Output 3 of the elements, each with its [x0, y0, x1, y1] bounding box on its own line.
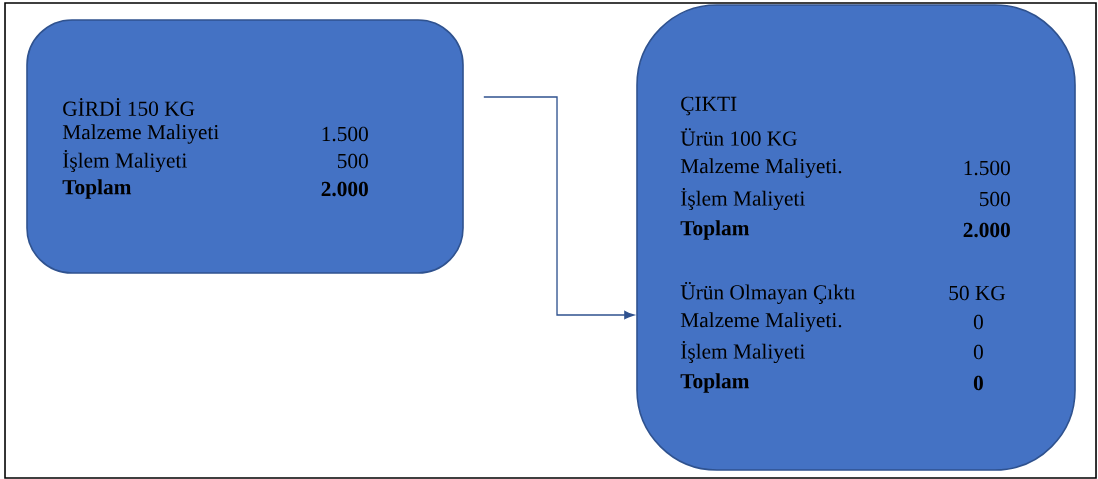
process-box: GİRDİ 150 KG Malzeme Maliyeti 1.500 İşlem Maliyeti 500 Toplam 2.000 [26, 19, 464, 274]
arrow [483, 96, 635, 320]
process-box: ÇIKTI Ürün 100 KG Malzeme Maliyeti. 1.500 İşlem Maliyeti 500 Toplam 2.000 Ürün Olmayan Çıktı 50 KG Malzeme Maliyeti. 0 İşlem Maliyeti 0 Toplam 0 [636, 4, 1076, 471]
